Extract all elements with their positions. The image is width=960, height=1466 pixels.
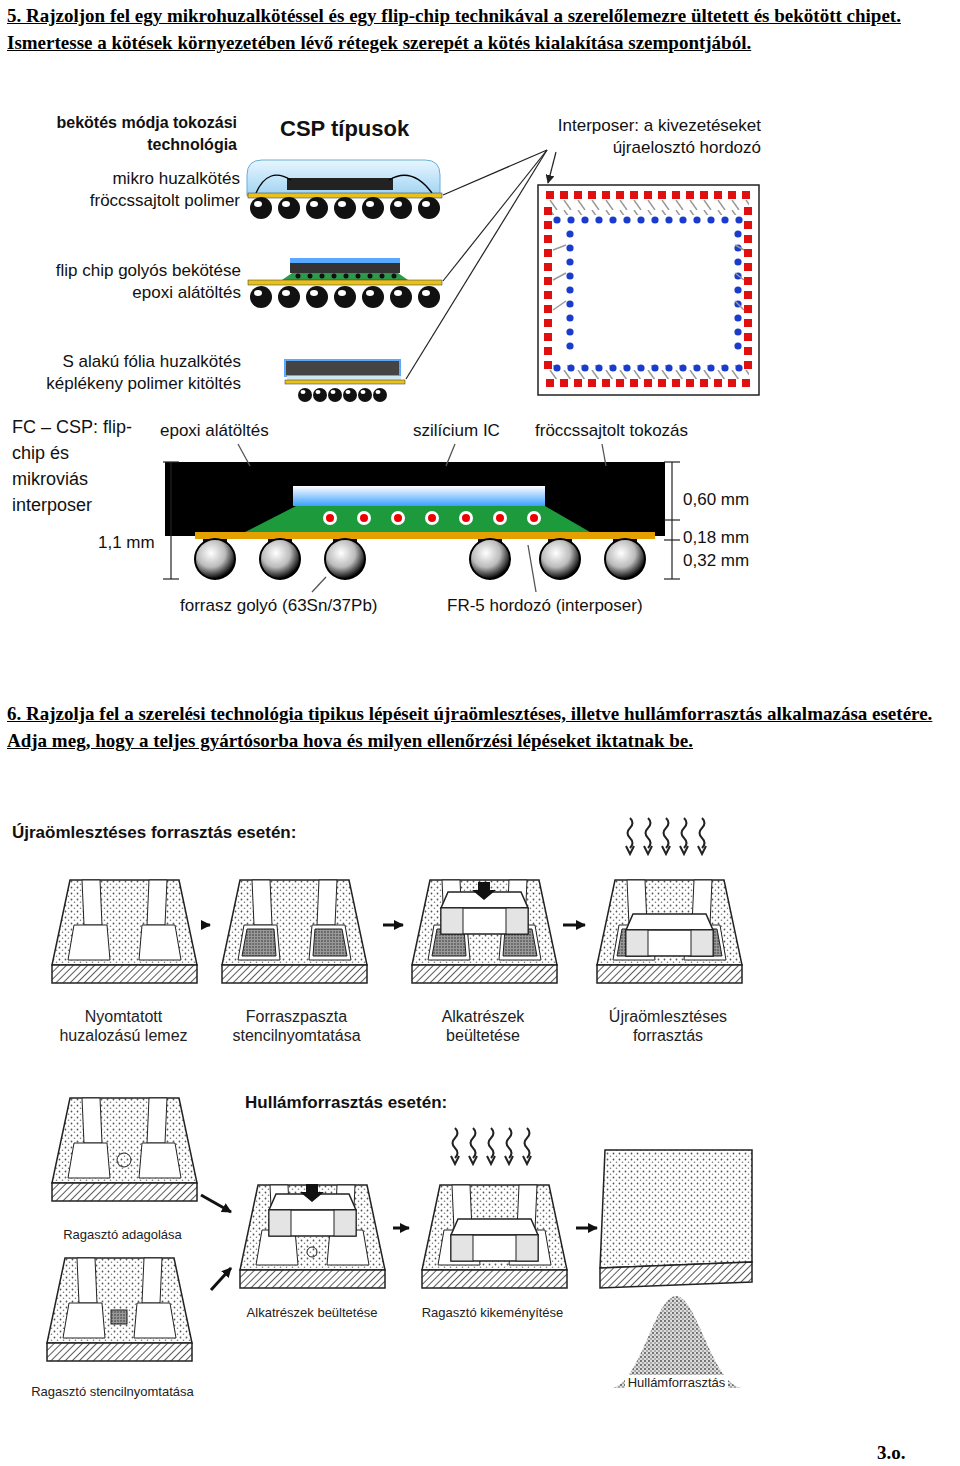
figure-label: 0,32 mm (683, 550, 763, 572)
figure-label: S alakú fólia huzalkötés képlékeny polim… (5, 351, 241, 395)
figure-label: szilícium IC (413, 420, 533, 442)
step-caption: Nyomtatott huzalozású lemez (43, 1007, 204, 1045)
process-step: Újraömlesztéses forrasztás (586, 870, 750, 1045)
figure-label: 1,1 mm (98, 532, 164, 554)
step-caption: Ragasztó stencilnyomtatása (31, 1384, 194, 1400)
flow-arrow (383, 924, 403, 927)
figure-label: forrasz golyó (63Sn/37Pb) (180, 595, 420, 617)
figure-label: bekötés módja tokozási technológia (52, 112, 237, 156)
flow-arrow (563, 924, 585, 927)
step-caption: Hullámforrasztás (625, 1375, 729, 1391)
figure-label: Hullámforrasztás esetén: (245, 1092, 505, 1114)
question-text: 6. Rajzolja fel a szerelési technológia … (7, 700, 955, 754)
question-text: 3.o. (877, 1439, 947, 1466)
interposer-grid (538, 185, 759, 395)
flow-arrow (201, 1195, 231, 1212)
figure-label: mikro huzalkötés fröccssajtolt polimer (60, 168, 240, 212)
figure-label: epoxi alátöltés (160, 420, 300, 442)
step-caption: Alkatrészek beültetése (247, 1305, 378, 1321)
flow-arrow (576, 1227, 597, 1230)
question-text: 5. Rajzoljon fel egy mikrohuzalkötéssel … (7, 2, 955, 56)
process-step: Hullámforrasztás (598, 1145, 755, 1391)
reflow-illustrations (52, 818, 742, 983)
figure-label: FC – CSP: flip-chip és mikroviás interpo… (12, 414, 137, 518)
wave-illustrations (47, 1098, 752, 1388)
process-step: Nyomtatott huzalozású lemez (43, 870, 204, 1045)
leader-lines (238, 444, 606, 592)
csp-flipchip (248, 258, 442, 308)
leader-lines (406, 150, 556, 379)
step-caption: Forraszpaszta stencilnyomtatása (211, 1007, 382, 1045)
process-step: Forraszpaszta stencilnyomtatása (211, 870, 382, 1045)
process-step: Ragasztó stencilnyomtatása (15, 1255, 210, 1400)
step-caption: Újraömlesztéses forrasztás (586, 1007, 750, 1045)
process-step: Ragasztó adagolása (45, 1093, 200, 1243)
figure-label: Interposer: a kivezetéseket újraelosztó … (486, 115, 761, 159)
flow-arrow (393, 1227, 409, 1230)
process-step: Alkatrészek beültetése (404, 870, 562, 1045)
flow-arrow (211, 1268, 231, 1290)
figure-label: CSP típusok (280, 118, 480, 140)
figure-label: Újraömlesztéses forrasztás esetén: (12, 822, 372, 844)
step-caption: Ragasztó kikeményítése (422, 1305, 564, 1321)
figure-label: 0,18 mm (683, 527, 763, 549)
flow-arrow (205, 924, 210, 927)
process-step: Alkatrészek beültetése (232, 1145, 392, 1321)
figure-label: 0,60 mm (683, 489, 763, 511)
fc-csp-section (165, 462, 665, 579)
process-step: Ragasztó kikeményítése (410, 1125, 575, 1321)
figure-label: fröccssajtolt tokozás (535, 420, 725, 442)
step-caption: Alkatrészek beültetése (404, 1007, 562, 1045)
figure-label: FR-5 hordozó (interposer) (447, 595, 687, 617)
csp-wirebond (247, 160, 442, 219)
dimension-lines (163, 462, 680, 579)
step-caption: Ragasztó adagolása (63, 1227, 182, 1243)
csp-foil (285, 360, 405, 402)
figure-label: flip chip golyós bekötése epoxi alátölté… (15, 260, 241, 304)
